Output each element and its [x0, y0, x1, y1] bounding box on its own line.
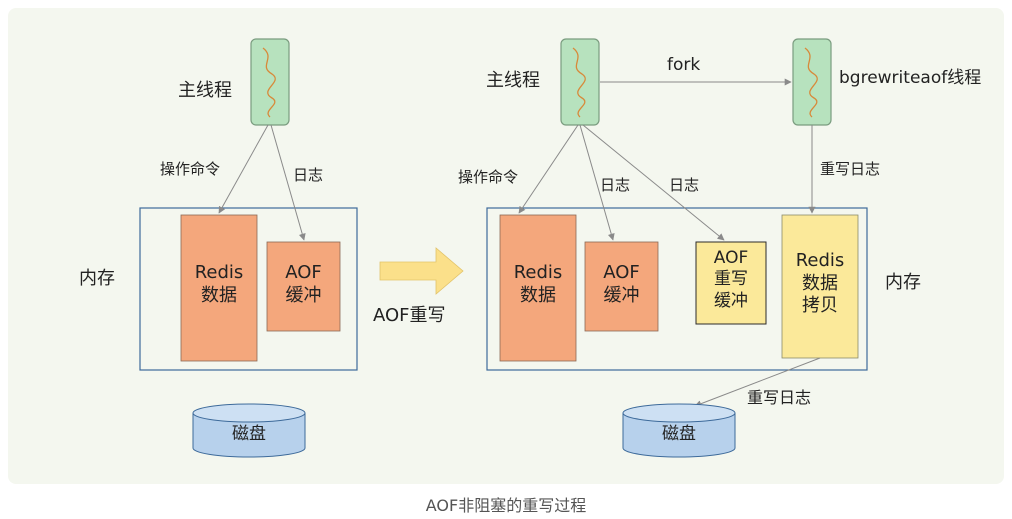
left-main-thread-icon	[250, 38, 290, 126]
left-aof-buffer-box	[266, 241, 341, 332]
aof-rewrite-arrow	[379, 247, 464, 295]
rewrite-log-top-label: 重写日志	[820, 160, 881, 178]
left-log-arrow	[270, 124, 306, 241]
left-disk-label: 磁盘	[232, 424, 266, 444]
left-op-cmd-label: 操作命令	[160, 160, 221, 178]
bg-thread-icon	[792, 38, 832, 126]
right-redis-data-label: Redis 数据	[513, 262, 563, 306]
right-aof-buffer-label: AOF 缓冲	[603, 262, 640, 306]
diagram-caption: AOF非阻塞的重写过程	[425, 496, 587, 515]
aof-rewrite-buffer-label: AOF 重写 缓冲	[713, 248, 749, 311]
left-redis-data-label: Redis 数据	[194, 262, 244, 306]
right-op-cmd-label: 操作命令	[458, 168, 519, 186]
rewrite-log-bottom-label: 重写日志	[747, 388, 812, 407]
right-aof-buffer-box	[584, 241, 659, 332]
left-main-thread-label: 主线程	[178, 80, 232, 101]
left-redis-data-box	[180, 214, 258, 362]
right-log-arrow-1	[579, 124, 615, 241]
aof-rewrite-label: AOF重写	[373, 305, 446, 326]
redis-data-copy-box	[781, 214, 859, 359]
bg-thread-label: bgrewriteaof线程	[839, 68, 982, 88]
left-thread-wave-icon	[262, 47, 276, 118]
left-memory-box	[139, 207, 358, 371]
right-thread-wave-icon	[572, 47, 586, 118]
bg-thread-wave-icon	[804, 47, 818, 118]
left-log-label: 日志	[293, 166, 324, 184]
right-main-thread-icon	[560, 38, 600, 126]
left-aof-buffer-label: AOF 缓冲	[285, 262, 322, 306]
right-disk-label: 磁盘	[662, 424, 696, 444]
right-memory-box	[486, 207, 868, 371]
right-op-arrow	[518, 124, 579, 214]
right-memory-label: 内存	[885, 272, 921, 293]
right-redis-data-box	[499, 214, 577, 362]
right-log-arrow-2	[582, 124, 725, 241]
aof-rewrite-buffer-box	[695, 241, 767, 325]
fork-label: fork	[667, 55, 701, 75]
right-disk-icon	[622, 403, 736, 458]
right-log-label-1: 日志	[600, 176, 631, 194]
left-memory-label: 内存	[79, 268, 115, 289]
rewrite-log-bottom-arrow	[694, 357, 821, 408]
left-op-arrow	[218, 124, 269, 214]
redis-data-copy-label: Redis 数据 拷贝	[795, 250, 845, 316]
right-log-label-2: 日志	[669, 176, 700, 194]
left-disk-icon	[192, 403, 306, 458]
right-main-thread-label: 主线程	[486, 70, 540, 91]
